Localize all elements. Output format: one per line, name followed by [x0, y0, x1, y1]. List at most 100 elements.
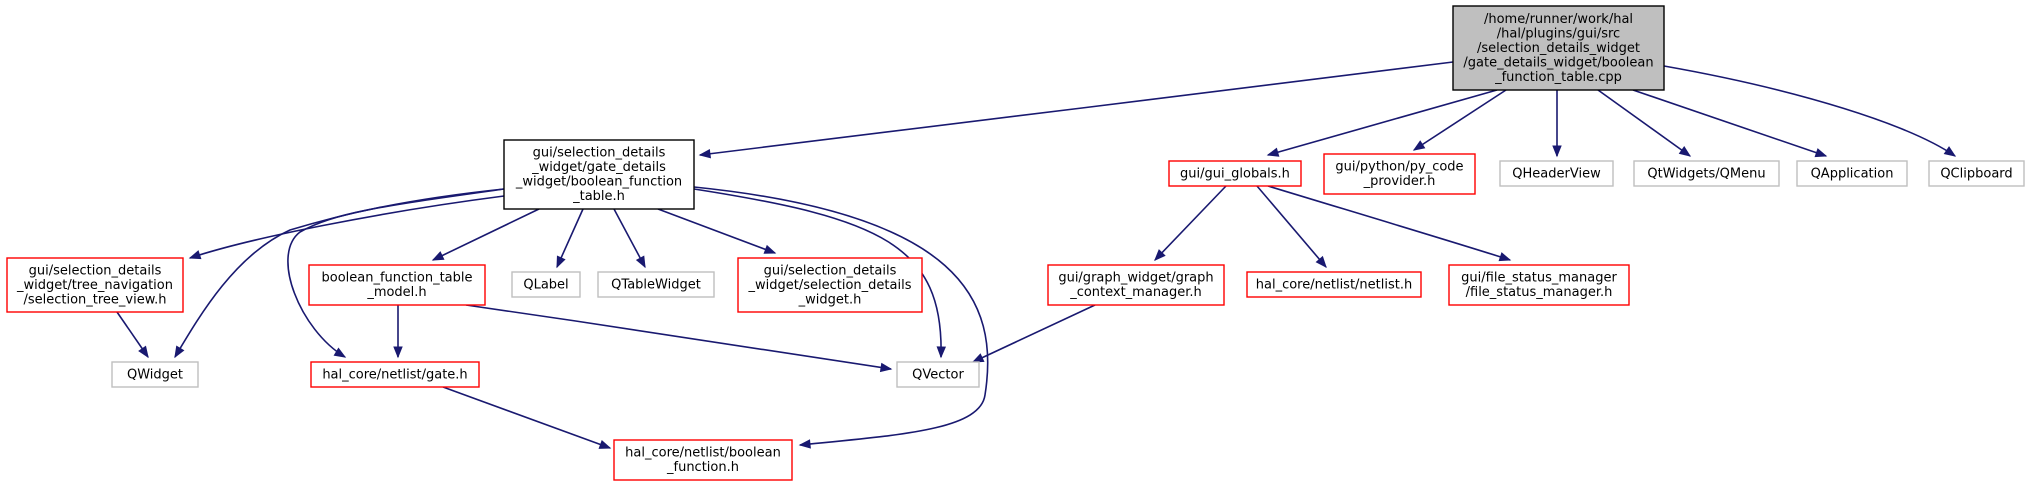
edges-layer	[116, 61, 1957, 449]
node-box	[511, 271, 581, 298]
edge-arrowhead	[1498, 252, 1512, 262]
edge-arrowhead	[936, 346, 947, 359]
edge-arrowhead	[698, 148, 712, 159]
node-file-status[interactable]: gui/file_status_manager/file_status_mana…	[1448, 264, 1630, 306]
node-label-line: /hal/plugins/gui/src	[1497, 26, 1620, 41]
edge-bft_h-to-bool_func	[693, 186, 989, 446]
node-box	[613, 439, 793, 481]
node-box	[1499, 160, 1614, 187]
node-gate-h[interactable]: hal_core/netlist/gate.h	[310, 361, 480, 388]
node-label-line: QHeaderView	[1512, 166, 1601, 181]
node-label-line: _widget/selection_details	[748, 278, 912, 293]
edge-gui_globals-to-graph_ctx	[1154, 185, 1227, 261]
node-box	[1047, 264, 1225, 306]
node-py-code[interactable]: gui/python/py_code_provider.h	[1323, 153, 1476, 195]
node-gui-globals[interactable]: gui/gui_globals.h	[1168, 160, 1302, 187]
edge-arrowhead	[138, 345, 149, 359]
edge-arrowhead	[393, 346, 403, 359]
node-box	[310, 361, 480, 388]
edge-arrowhead	[431, 251, 445, 261]
node-label-line: gui/gui_globals.h	[1180, 166, 1290, 181]
edge-gui_globals-to-netlist_h	[1256, 185, 1327, 268]
node-label-line: hal_core/netlist/boolean	[625, 446, 781, 461]
node-graph-ctx[interactable]: gui/graph_widget/graph_context_manager.h	[1047, 264, 1225, 306]
node-label-line: gui/python/py_code	[1335, 160, 1463, 175]
edge-root-to-bft_h	[699, 61, 1454, 156]
edge-root-to-qmenu	[1597, 89, 1691, 157]
node-qlabel: QLabel	[511, 271, 581, 298]
node-bft-model[interactable]: boolean_function_table_model.h	[308, 264, 486, 306]
edge-arrowhead	[556, 255, 566, 269]
node-qclipboard: QClipboard	[1928, 160, 2025, 187]
node-bft-h[interactable]: gui/selection_details_widget/gate_detail…	[503, 139, 695, 210]
node-label-line: gui/selection_details	[533, 146, 666, 161]
node-qapplication: QApplication	[1796, 160, 1908, 187]
node-label-line: _provider.h	[1363, 174, 1436, 189]
node-box	[1448, 264, 1630, 306]
edge-arrowhead	[1678, 146, 1692, 157]
node-label-line: QLabel	[523, 277, 568, 292]
edge-bft_h-to-sel_widget	[657, 208, 776, 254]
edge-arrowhead	[333, 347, 347, 358]
node-box	[503, 139, 695, 210]
edge-arrowhead	[1814, 148, 1828, 158]
node-label-line: /selection_tree_view.h	[23, 292, 166, 307]
edge-gui_globals-to-file_status	[1267, 185, 1511, 261]
node-sel-widget[interactable]: gui/selection_details_widget/selection_d…	[737, 257, 923, 313]
edge-arrowhead	[1552, 145, 1562, 158]
edge-root-to-gui_globals	[1267, 89, 1498, 156]
node-label-line: QVector	[912, 367, 964, 382]
node-label-line: _table.h	[572, 189, 625, 204]
node-label-line: hal_core/netlist/netlist.h	[1256, 277, 1412, 292]
node-box	[1796, 160, 1908, 187]
node-label-line: gui/file_status_manager	[1461, 271, 1617, 286]
node-label-line: QTableWidget	[611, 277, 701, 292]
node-box	[1633, 160, 1780, 187]
edge-arrowhead	[598, 439, 612, 449]
edge-arrowhead	[188, 250, 202, 260]
node-label-line: _widget.h	[798, 292, 862, 307]
node-label-line: gui/selection_details	[29, 263, 162, 278]
node-label-line: boolean_function_table	[321, 271, 472, 286]
node-qwidget: QWidget	[111, 361, 199, 388]
edge-bft_h-to-gate_h	[287, 188, 505, 358]
node-label-line: _function.h	[666, 460, 739, 475]
node-label-line: /gate_details_widget/boolean	[1463, 55, 1653, 70]
node-netlist-h[interactable]: hal_core/netlist/netlist.h	[1246, 271, 1422, 298]
node-qmenu: QtWidgets/QMenu	[1633, 160, 1780, 187]
edge-arrowhead	[1412, 140, 1426, 151]
edge-bft_model-to-qvector	[465, 304, 892, 370]
node-label-line: _function_table.cpp	[1494, 70, 1622, 85]
node-box	[1246, 271, 1422, 298]
node-label-line: _widget/boolean_function	[515, 175, 682, 190]
node-label-line: _widget/tree_navigation	[16, 278, 173, 293]
node-box	[308, 264, 486, 306]
node-tree-view[interactable]: gui/selection_details_widget/tree_naviga…	[6, 257, 184, 313]
node-box	[1323, 153, 1476, 195]
node-bool-func[interactable]: hal_core/netlist/boolean_function.h	[613, 439, 793, 481]
edge-root-to-qclipboard	[1663, 65, 1956, 157]
node-label-line: /selection_details_widget	[1477, 41, 1640, 56]
edge-arrowhead	[971, 353, 985, 363]
node-box	[896, 361, 980, 388]
node-label-line: gui/graph_widget/graph	[1058, 271, 1213, 286]
edge-arrowhead	[174, 345, 185, 359]
edge-bft_h-to-tree_view	[189, 195, 505, 259]
edge-arrowhead	[635, 255, 646, 269]
node-root: /home/runner/work/hal/hal/plugins/gui/sr…	[1452, 5, 1665, 91]
node-label-line: /file_status_manager.h	[1466, 285, 1613, 300]
node-box	[737, 257, 923, 313]
node-box	[1928, 160, 2025, 187]
node-qvector: QVector	[896, 361, 980, 388]
edge-bft_h-to-bft_model	[432, 208, 540, 261]
edge-arrowhead	[1266, 147, 1280, 157]
node-label-line: /home/runner/work/hal	[1484, 12, 1633, 27]
node-label-line: QClipboard	[1940, 166, 2012, 181]
node-label-line: _widget/gate_details	[531, 160, 666, 175]
node-box	[111, 361, 199, 388]
node-label-line: QtWidgets/QMenu	[1647, 166, 1765, 181]
nodes-layer: /home/runner/work/hal/hal/plugins/gui/sr…	[6, 5, 2025, 481]
edge-bft_h-to-qlabel	[556, 208, 584, 268]
node-label-line: QWidget	[127, 367, 183, 382]
